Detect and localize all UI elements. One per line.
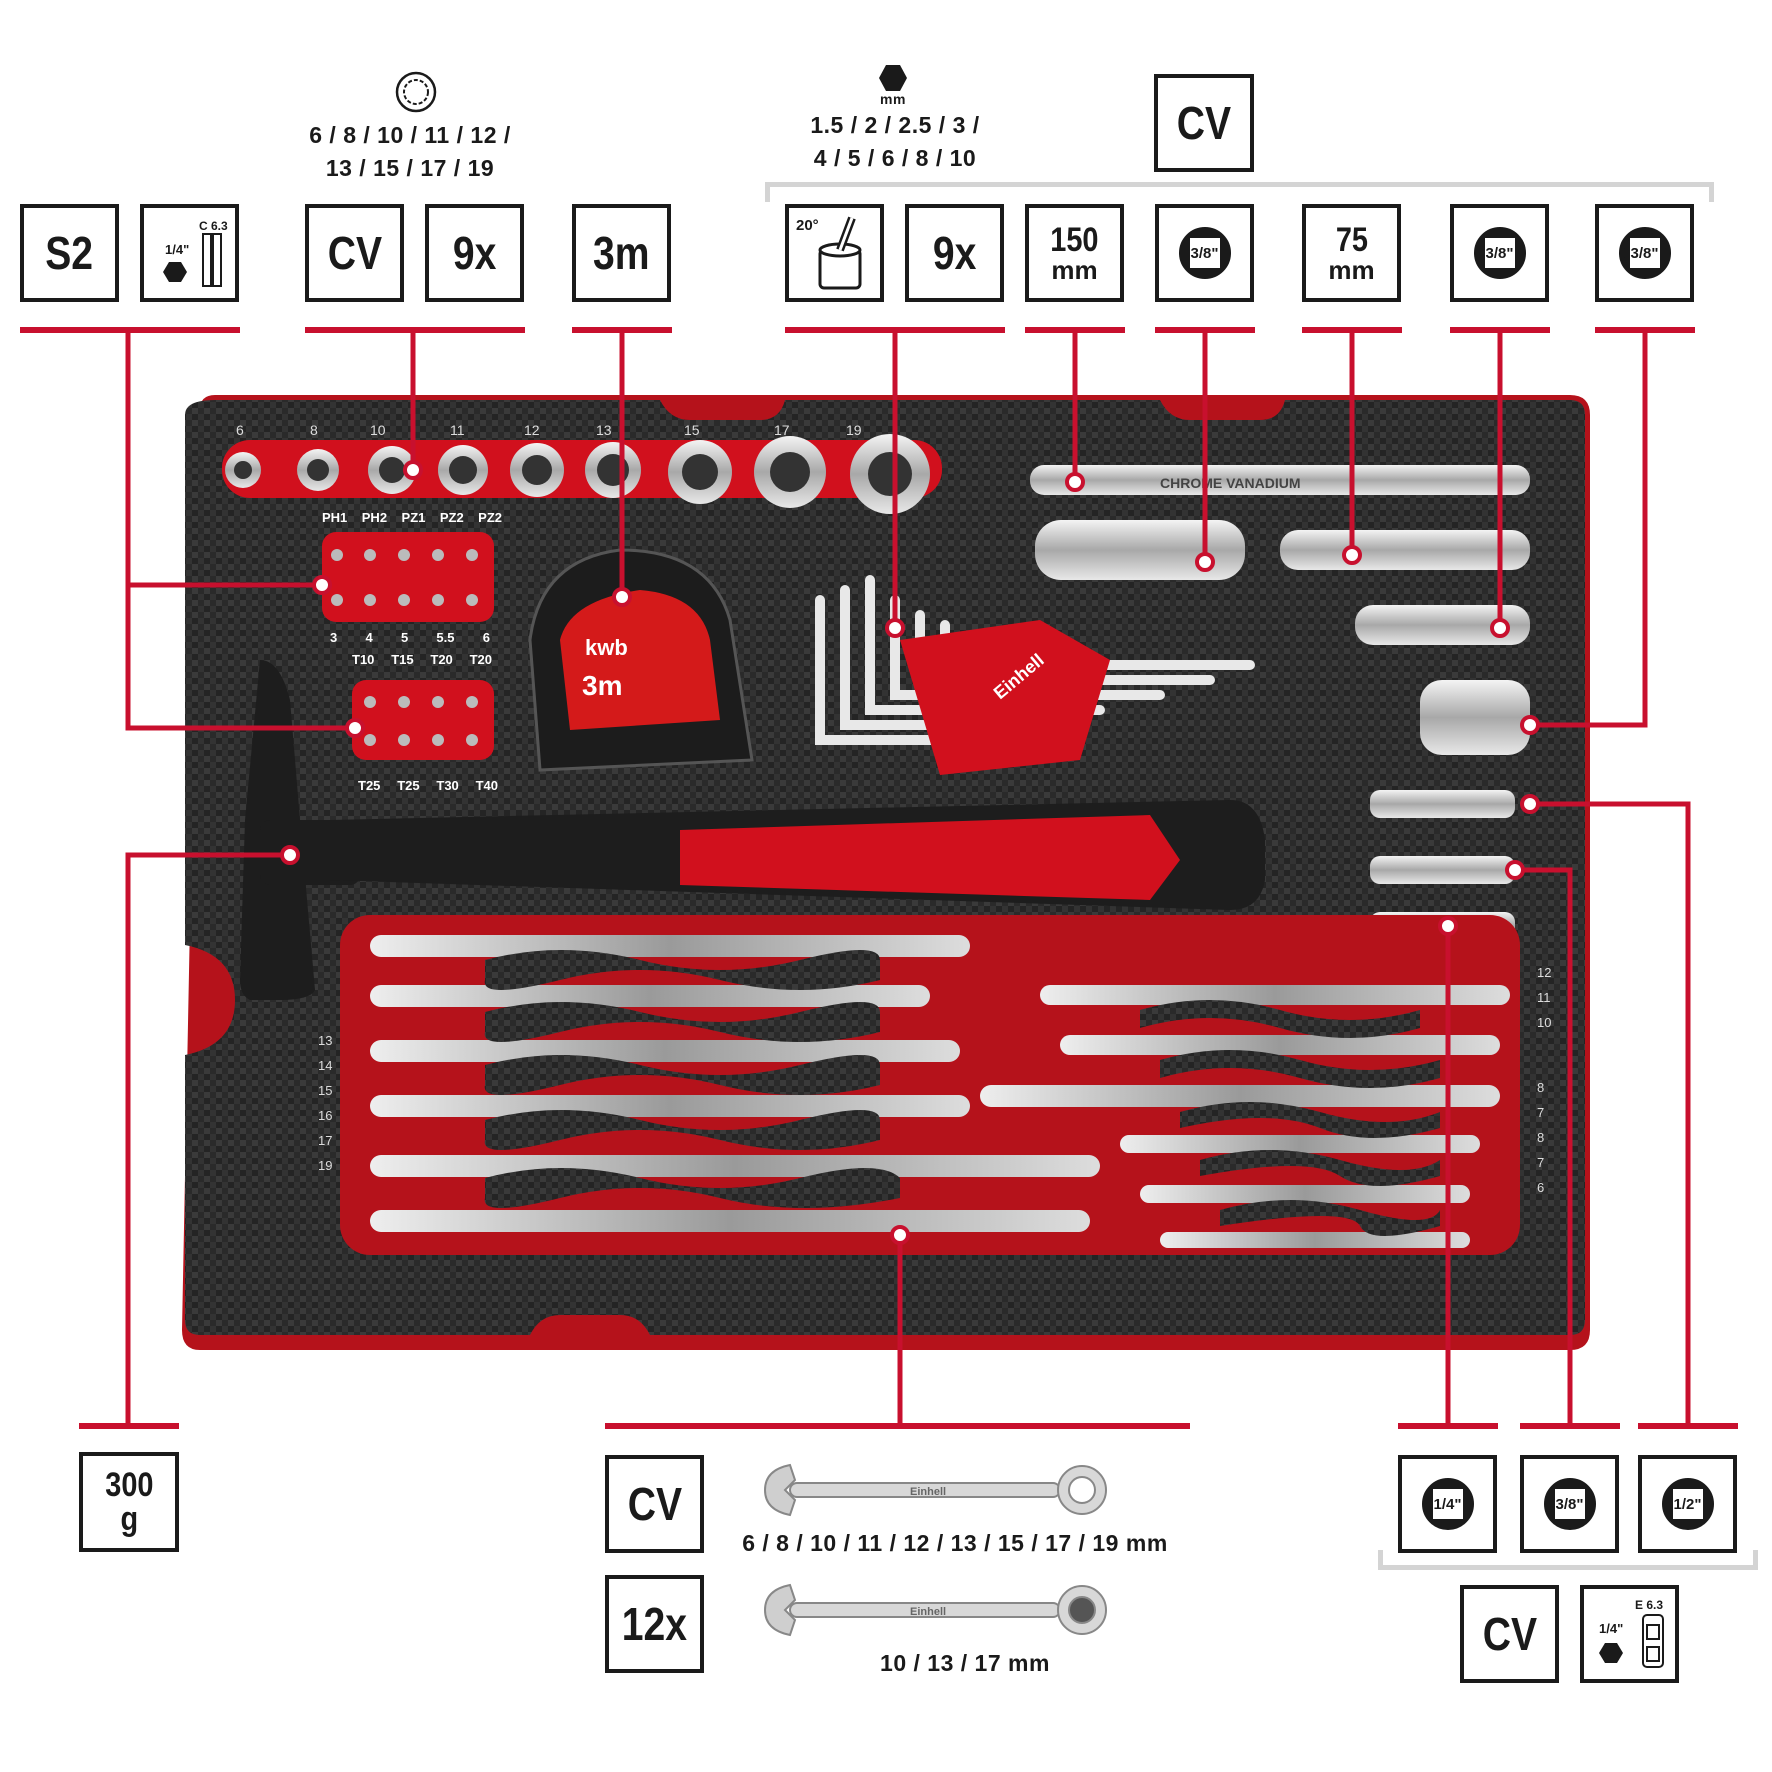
socket-label-row: 6 8 10 11 12 13 15 17 19 (236, 422, 862, 438)
spline-socket-icon (394, 70, 438, 119)
cv-sockets-badge: CV (305, 204, 404, 302)
angled-socket-badge: 20° (785, 204, 884, 302)
hex-sizes-line2: 4 / 5 / 6 / 8 / 10 (813, 145, 977, 171)
tape-length-badge: 3m (572, 204, 671, 302)
adapter-a-badge: 1/4" (1398, 1455, 1497, 1553)
hex-count-badge: 9x (905, 204, 1004, 302)
ratchet-wrench-sizes: 10 / 13 / 17 mm (880, 1650, 1050, 1676)
bit-size-text: 1/4" (165, 242, 189, 257)
hammer (240, 660, 1265, 1000)
drive-a-badge: 3/8" (1155, 204, 1254, 302)
drive-b-badge: 3/8" (1450, 204, 1549, 302)
angle-text: 20° (796, 217, 819, 234)
socket-sizes-line2: 13 / 15 / 17 / 19 (325, 155, 495, 181)
adapter-c-badge: 1/2" (1638, 1455, 1737, 1553)
wrench-sizes: 6 / 8 / 10 / 11 / 12 / 13 / 15 / 17 / 19… (742, 1530, 1168, 1556)
combination-wrench-icon: Einhell (763, 1463, 1107, 1517)
ratchet-wrench-icon: Einhell (763, 1583, 1107, 1637)
socket-sizes-line1: 6 / 8 / 10 / 11 / 12 / (309, 122, 511, 148)
bit-c63-badge: 1/4" C 6.3 (140, 204, 239, 302)
hex-key-icon (878, 64, 908, 97)
svg-text:kwb: kwb (585, 635, 628, 660)
wrenches-right (980, 985, 1510, 1248)
drive-c-badge: 3/8" (1595, 204, 1694, 302)
socket-count-badge: 9x (425, 204, 524, 302)
wrench-cv-badge: CV (605, 1455, 704, 1553)
adapter-bit-badge: 1/4" E 6.3 (1580, 1585, 1679, 1683)
s2-badge: S2 (20, 204, 119, 302)
svg-text:CHROME VANADIUM: CHROME VANADIUM (1160, 475, 1301, 491)
svg-text:3m: 3m (582, 670, 622, 701)
hex-unit: mm (880, 91, 906, 107)
cv-header-badge: CV (1154, 74, 1254, 172)
adapter-bit-size-text: 1/4" (1599, 1621, 1623, 1636)
tape-measure: kwb 3m (528, 548, 754, 772)
adapter-bit-type-text: E 6.3 (1635, 1598, 1663, 1612)
grey-bracket-top (765, 182, 1714, 187)
svg-text:Einhell: Einhell (910, 1606, 946, 1618)
wrench-count-badge: 12x (605, 1575, 704, 1673)
sockets (225, 434, 930, 514)
hex-sizes-line1: 1.5 / 2 / 2.5 / 3 / (810, 112, 980, 138)
svg-text:Einhell: Einhell (910, 1486, 946, 1498)
bit-type-text: C 6.3 (199, 219, 228, 233)
adapter-b-badge: 3/8" (1520, 1455, 1619, 1553)
adapter-cv-badge: CV (1460, 1585, 1559, 1683)
